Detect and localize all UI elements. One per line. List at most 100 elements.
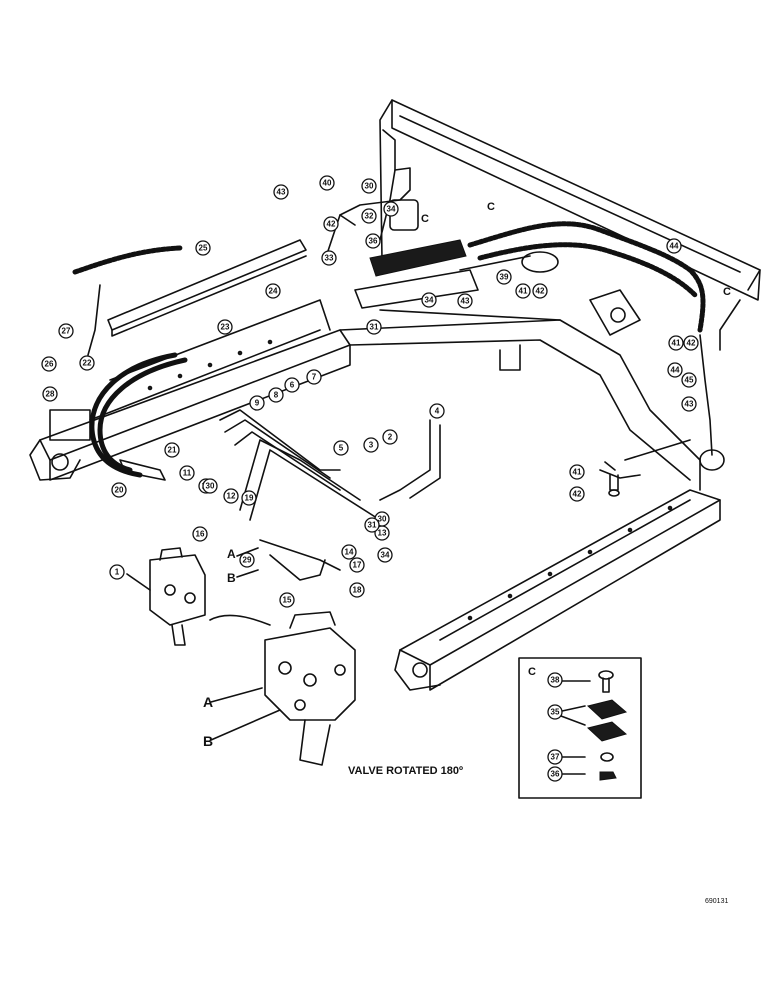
svg-text:19: 19 (245, 494, 254, 503)
callout-30c: 30 (202, 478, 218, 494)
callout-27: 27 (58, 323, 74, 339)
section-letters: C C C A B A B (203, 201, 731, 749)
leader-lines (126, 547, 591, 775)
svg-text:29: 29 (243, 556, 252, 565)
callout-4: 4 (429, 403, 445, 419)
svg-text:42: 42 (327, 220, 336, 229)
callout-23: 23 (217, 319, 233, 335)
callout-9: 9 (249, 395, 265, 411)
svg-text:40: 40 (323, 179, 332, 188)
upper-hose-assembly (324, 129, 706, 333)
svg-text:30: 30 (206, 482, 215, 491)
svg-text:31: 31 (368, 521, 377, 530)
control-valve-small (149, 547, 206, 646)
callout-44b: 44 (667, 362, 683, 378)
dozer-blade (379, 99, 761, 351)
svg-text:6: 6 (290, 381, 295, 390)
svg-text:34: 34 (387, 205, 396, 214)
svg-text:44: 44 (670, 242, 679, 251)
callout-38: 38 (547, 672, 563, 688)
main-frame (29, 239, 721, 691)
svg-text:39: 39 (500, 273, 509, 282)
callout-34c: 34 (377, 547, 393, 563)
callout-31b: 31 (364, 517, 380, 533)
callout-41c: 41 (569, 464, 585, 480)
callout-24: 24 (265, 283, 281, 299)
svg-text:44: 44 (671, 366, 680, 375)
svg-text:21: 21 (168, 446, 177, 455)
callout-36b: 36 (547, 766, 563, 782)
right-fittings (599, 334, 725, 497)
callout-1: 1 (109, 564, 125, 580)
callout-11: 11 (179, 465, 195, 481)
callout-8: 8 (268, 387, 284, 403)
svg-text:27: 27 (62, 327, 71, 336)
steel-lines (219, 409, 441, 581)
callout-31: 31 (366, 319, 382, 335)
control-valve-rotated (209, 611, 356, 766)
svg-text:16: 16 (196, 530, 205, 539)
figure-caption: VALVE ROTATED 180º (348, 765, 463, 777)
svg-text:35: 35 (551, 708, 560, 717)
callout-28: 28 (42, 386, 58, 402)
svg-text:1: 1 (115, 568, 120, 577)
callout-21: 21 (164, 442, 180, 458)
callout-41b: 41 (668, 335, 684, 351)
callout-33: 33 (321, 250, 337, 266)
callout-6: 6 (284, 377, 300, 393)
callout-40: 40 (319, 175, 335, 191)
svg-text:41: 41 (519, 287, 528, 296)
callout-34: 34 (421, 292, 437, 308)
callout-3: 3 (363, 437, 379, 453)
callout-26: 26 (41, 356, 57, 372)
svg-text:22: 22 (83, 359, 92, 368)
svg-text:25: 25 (199, 244, 208, 253)
callout-43b: 43 (273, 184, 289, 200)
callout-2: 2 (382, 429, 398, 445)
callout-42b: 42 (323, 216, 339, 232)
callout-17: 17 (349, 557, 365, 573)
svg-text:31: 31 (370, 323, 379, 332)
callout-19: 19 (241, 490, 257, 506)
callout-14: 14 (341, 544, 357, 560)
svg-text:23: 23 (221, 323, 230, 332)
svg-text:26: 26 (45, 360, 54, 369)
letter-c-1: C (421, 213, 429, 225)
callout-22: 22 (79, 355, 95, 371)
callout-30: 30 (361, 178, 377, 194)
svg-text:38: 38 (551, 676, 560, 685)
letter-a-small: A (227, 547, 236, 561)
callout-42c: 42 (683, 335, 699, 351)
svg-text:17: 17 (353, 561, 362, 570)
callout-41: 41 (515, 283, 531, 299)
callout-group: 1 2 3 4 5 6 7 8 9 10 11 12 13 14 15 16 1… (41, 175, 699, 782)
svg-text:7: 7 (312, 373, 317, 382)
callout-35: 35 (547, 704, 563, 720)
svg-text:32: 32 (365, 212, 374, 221)
callout-43c: 43 (681, 396, 697, 412)
svg-text:37: 37 (551, 753, 560, 762)
svg-text:12: 12 (227, 492, 236, 501)
svg-text:33: 33 (325, 254, 334, 263)
svg-text:43: 43 (277, 188, 286, 197)
svg-text:9: 9 (255, 399, 260, 408)
callout-43: 43 (457, 293, 473, 309)
callout-18: 18 (349, 582, 365, 598)
svg-text:8: 8 (274, 391, 279, 400)
letter-b-large: B (203, 733, 213, 749)
letter-c-2: C (487, 201, 495, 213)
svg-text:11: 11 (183, 469, 192, 478)
letter-a-large: A (203, 694, 213, 710)
svg-text:24: 24 (269, 287, 278, 296)
svg-text:13: 13 (378, 529, 387, 538)
svg-text:5: 5 (339, 444, 344, 453)
svg-text:20: 20 (115, 486, 124, 495)
svg-text:15: 15 (283, 596, 292, 605)
svg-text:42: 42 (573, 490, 582, 499)
callout-32: 32 (361, 208, 377, 224)
callout-29: 29 (239, 552, 255, 568)
callout-20: 20 (111, 482, 127, 498)
callout-36: 36 (365, 233, 381, 249)
svg-text:36: 36 (369, 237, 378, 246)
